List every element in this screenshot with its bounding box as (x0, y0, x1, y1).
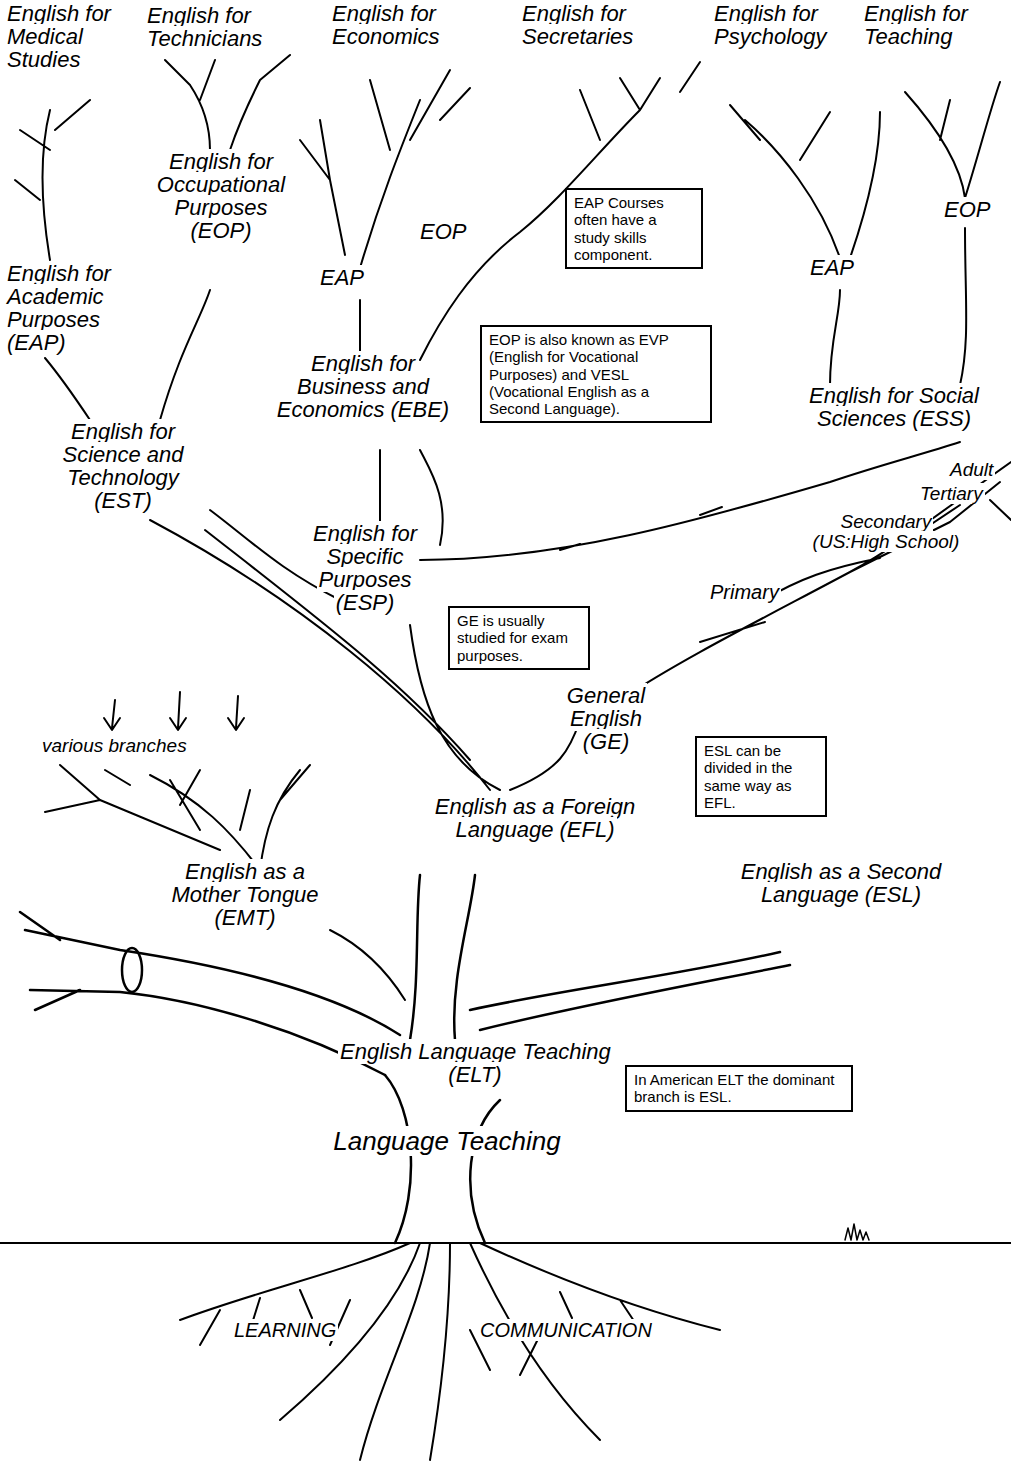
ess-branches (730, 82, 1000, 385)
branch-label: English for Secretaries (520, 2, 670, 48)
note-text: EAP Courses often have a study skills co… (574, 194, 694, 263)
branch-label-text: English for Occupational Purposes (EOP) (155, 149, 287, 243)
branch-label-text: English for Business and Economics (EBE) (275, 351, 451, 422)
branch-label: Tertiary (918, 484, 1004, 504)
branch-label: English as a Second Language (ESL) (738, 860, 944, 906)
efl-branches (150, 462, 1011, 790)
branch-label: English as a Mother Tongue (EMT) (148, 860, 342, 929)
branch-label: English for Medical Studies (5, 2, 140, 71)
branch-label: English for Specific Purposes (ESP) (288, 522, 442, 614)
ground-line (0, 1242, 1011, 1244)
branch-label-text: COMMUNICATION (478, 1319, 654, 1341)
branch-label-text: English as a Second Language (ESL) (739, 859, 944, 907)
ebe-branches (300, 62, 700, 360)
branch-label-text: English Language Teaching (ELT) (338, 1039, 613, 1087)
branch-label-text: English as a Mother Tongue (EMT) (169, 859, 320, 930)
branch-label-text: English for Technicians (145, 3, 264, 51)
branch-label-text: English for Economics (330, 1, 442, 49)
branch-label: various branches (40, 736, 240, 756)
note-text: ESL can be divided in the same way as EF… (704, 742, 818, 811)
branch-label-text: EAP (808, 255, 856, 280)
tree-drawing (0, 55, 1011, 1460)
branch-label-text: EAP (318, 265, 366, 290)
branch-label-text: English for Medical Studies (5, 1, 113, 72)
branch-label: General English (GE) (545, 684, 667, 753)
branch-label: English for Social Sciences (ESS) (800, 384, 988, 430)
branch-label: English for Science and Technology (EST) (35, 420, 211, 512)
branch-label-text: General English (GE) (565, 683, 647, 754)
branch-label: English for Technicians (145, 4, 280, 50)
branch-label: English for Business and Economics (EBE) (270, 352, 456, 421)
branch-label-text: Tertiary (918, 483, 985, 504)
branch-label: English for Occupational Purposes (EOP) (145, 150, 297, 242)
roots (180, 1243, 720, 1460)
branch-label-text: English for Teaching (862, 1, 970, 49)
branch-label: COMMUNICATION (478, 1320, 678, 1341)
branch-label: English for Psychology (712, 2, 847, 48)
branch-label-text: LEARNING (232, 1319, 338, 1341)
branch-label: Language Teaching (282, 1128, 612, 1155)
branch-label: Adult (948, 460, 1006, 480)
branch-label: EOP (942, 198, 1004, 221)
branch-label: English as a Foreign Language (EFL) (428, 795, 642, 841)
branch-label: English for Economics (330, 2, 465, 48)
emt-branch (45, 765, 405, 1000)
branch-label-text: Language Teaching (331, 1126, 562, 1156)
branch-label-text: English for Specific Purposes (ESP) (311, 521, 419, 615)
est-branches (15, 55, 290, 420)
note-text: EOP is also known as EVP (English for Vo… (489, 331, 703, 417)
branch-label-text: English for Social Sciences (ESS) (807, 383, 981, 431)
note-box: In American ELT the dominant branch is E… (625, 1065, 853, 1112)
branch-label-text: Adult (948, 459, 995, 480)
branch-label: EOP (418, 220, 480, 243)
branch-label-text: Primary (708, 581, 781, 603)
branch-label: English for Academic Purposes (EAP) (5, 262, 145, 354)
branch-label: Secondary (US:High School) (800, 512, 972, 552)
cut-stump (122, 948, 142, 992)
branch-arrows (104, 692, 244, 730)
branch-label-text: English for Psychology (712, 1, 829, 49)
branch-label: EAP (318, 266, 380, 289)
branch-label-text: various branches (40, 735, 189, 756)
note-box: EOP is also known as EVP (English for Vo… (480, 325, 712, 423)
branch-label-text: English as a Foreign Language (EFL) (433, 794, 638, 842)
branch-label: LEARNING (232, 1320, 372, 1341)
branch-label-text: English for Secretaries (520, 1, 635, 49)
grass-tuft (845, 1224, 869, 1240)
note-box: ESL can be divided in the same way as EF… (695, 736, 827, 817)
branch-label-text: English for Science and Technology (EST) (60, 419, 185, 513)
branch-label-text: Secondary (US:High School) (811, 511, 962, 552)
branch-label-text: EOP (418, 219, 468, 244)
branch-label: English for Teaching (862, 2, 1004, 48)
note-box: EAP Courses often have a study skills co… (565, 188, 703, 269)
branch-label-text: EOP (942, 197, 992, 222)
note-box: GE is usually studied for exam purposes. (448, 606, 590, 670)
branch-label: Primary (708, 582, 800, 603)
note-text: GE is usually studied for exam purposes. (457, 612, 581, 664)
branch-label-text: English for Academic Purposes (EAP) (5, 261, 113, 355)
branch-label: EAP (808, 256, 870, 279)
branch-label: English Language Teaching (ELT) (338, 1040, 612, 1086)
note-text: In American ELT the dominant branch is E… (634, 1071, 844, 1106)
